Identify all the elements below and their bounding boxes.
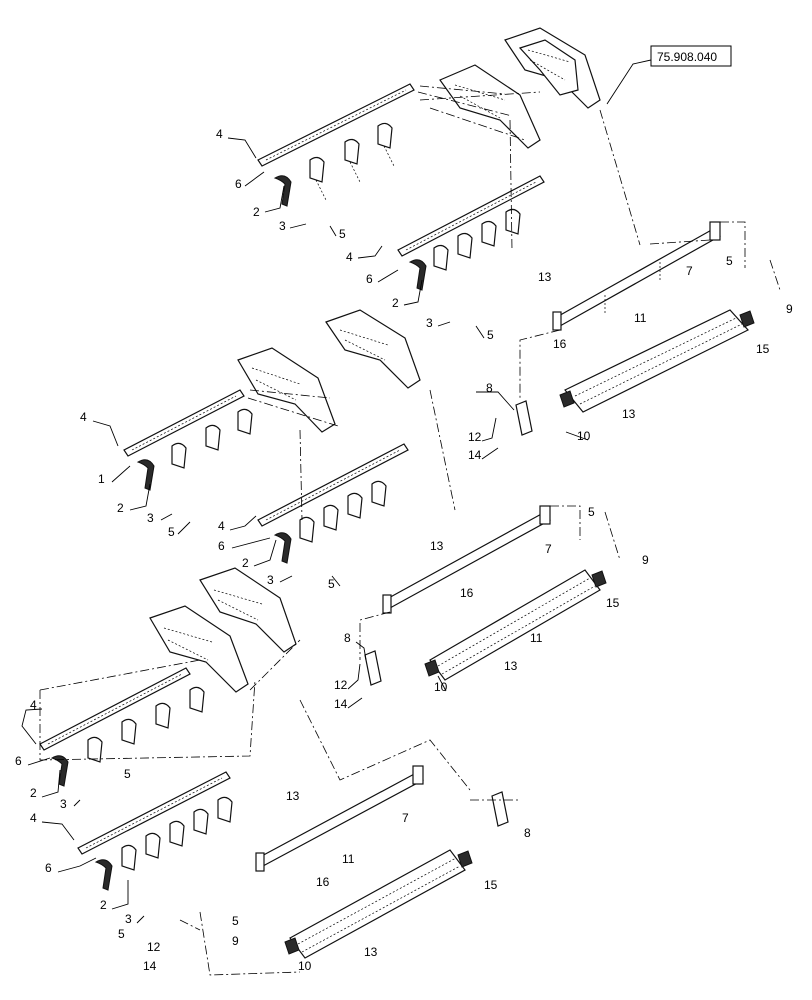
tine-row [50,686,233,891]
callout-15: 15 [756,342,770,356]
callout-4: 4 [218,519,225,533]
callout-13: 13 [430,539,444,553]
callout-5: 5 [168,525,175,539]
callout-9: 9 [232,934,239,948]
callout-13: 13 [622,407,636,421]
callout-16: 16 [460,586,474,600]
bracket-8 [364,650,382,686]
callout-14: 14 [468,448,482,462]
reference-number: 75.908.040 [657,50,717,64]
tine-bar [123,389,245,457]
frame-bracket [149,605,249,693]
bracket-8 [491,791,509,827]
assembly-middle [123,309,621,686]
callout-6: 6 [45,861,52,875]
frame-bracket [199,567,297,653]
callout-5: 5 [726,254,733,268]
callout-5: 5 [339,227,346,241]
tine-bar [397,175,545,257]
callout-11: 11 [342,852,355,866]
callout-6: 6 [218,539,225,553]
reference-box: 75.908.040 [606,45,732,105]
callout-14: 14 [334,697,348,711]
tine-bar [39,667,191,751]
callout-8: 8 [486,381,493,395]
callout-7: 7 [402,811,409,825]
roller-assembly [424,569,607,681]
assembly-lower [39,567,520,976]
callout-2: 2 [242,556,249,570]
callout-11: 11 [530,631,543,645]
callout-11: 11 [634,311,647,325]
callout-5: 5 [124,767,131,781]
callout-4: 4 [30,811,37,825]
callout-9: 9 [642,553,649,567]
callout-9: 9 [786,302,793,316]
callout-13: 13 [364,945,378,959]
callout-12: 12 [334,678,348,692]
callout-16: 16 [316,875,330,889]
callout-2: 2 [392,296,399,310]
rod-assembly [552,221,721,331]
callout-2: 2 [117,501,124,515]
callout-6: 6 [366,272,373,286]
callout-4: 4 [80,410,87,424]
callout-3: 3 [267,573,274,587]
callout-15: 15 [606,596,620,610]
callout-4: 4 [346,250,353,264]
callout-13: 13 [286,789,300,803]
frame-bracket [237,347,336,433]
rod-assembly [255,765,424,872]
callout-7: 7 [686,264,693,278]
callout-1: 1 [98,472,105,486]
frame-bracket [504,27,601,109]
assembly-upper [257,27,781,436]
callout-10: 10 [298,959,312,973]
callout-10: 10 [434,680,448,694]
callout-10: 10 [577,429,591,443]
callout-5: 5 [232,914,239,928]
callout-6: 6 [15,754,22,768]
callout-12: 12 [468,430,482,444]
callout-5: 5 [118,927,125,941]
callout-12: 12 [147,940,161,954]
callout-13: 13 [504,659,518,673]
callout-5: 5 [588,505,595,519]
callout-15: 15 [484,878,498,892]
callout-16: 16 [553,337,567,351]
leader-lines [21,137,589,924]
callout-2: 2 [100,898,107,912]
callout-14: 14 [143,959,157,973]
callout-4: 4 [30,698,37,712]
callout-8: 8 [524,826,531,840]
callout-3: 3 [426,316,433,330]
callout-2: 2 [253,205,260,219]
callout-4: 4 [216,127,223,141]
callout-5: 5 [487,328,494,342]
callout-3: 3 [125,912,132,926]
tine-bar [257,83,415,167]
tine-bar [257,443,409,527]
frame-bracket [439,64,541,149]
callout-6: 6 [235,177,242,191]
callout-3: 3 [147,511,154,525]
roller-assembly [284,849,473,959]
callout-5: 5 [328,577,335,591]
callout-7: 7 [545,542,552,556]
callout-8: 8 [344,631,351,645]
roller-assembly [559,309,755,413]
callout-13: 13 [538,270,552,284]
bracket-8 [515,400,533,436]
tine-bar [77,771,231,855]
rod-assembly [382,505,551,614]
callout-labels: 4 6 2 3 5 4 6 2 3 5 13 7 5 9 11 16 15 8 … [15,127,793,973]
callout-3: 3 [279,219,286,233]
tine-row [136,408,387,564]
callout-2: 2 [30,786,37,800]
callout-3: 3 [60,797,67,811]
frame-bracket [325,309,421,389]
